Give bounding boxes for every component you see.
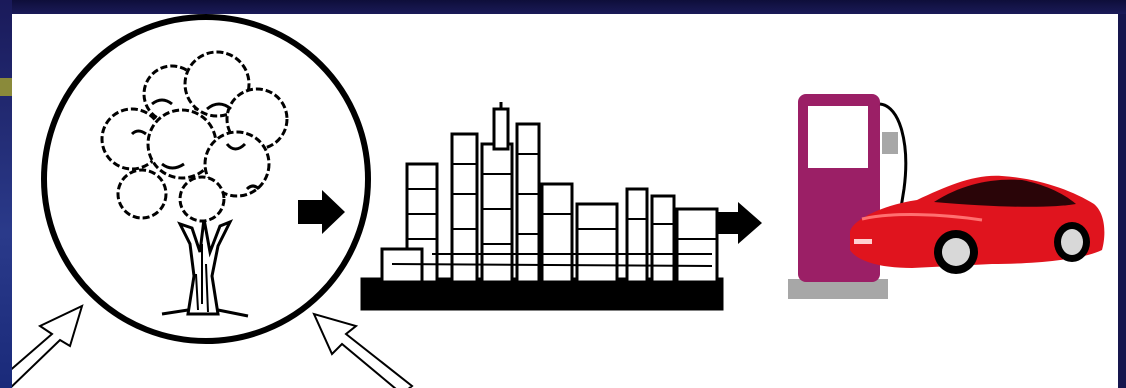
slide-left-accent xyxy=(0,78,12,96)
arrow-up-left-icon xyxy=(314,314,412,388)
process-diagram xyxy=(12,14,1118,388)
slide-left-band xyxy=(0,0,12,388)
car-icon xyxy=(850,176,1104,274)
arrow-up-right-icon xyxy=(12,306,82,388)
arrow-right-icon xyxy=(716,202,762,244)
diagram-panel xyxy=(12,14,1118,388)
fuel-pump-icon xyxy=(788,94,906,299)
slide-top-bar xyxy=(0,0,1126,14)
refinery-icon xyxy=(362,102,722,309)
tree-icon xyxy=(102,52,287,316)
arrow-right-icon xyxy=(298,190,345,234)
